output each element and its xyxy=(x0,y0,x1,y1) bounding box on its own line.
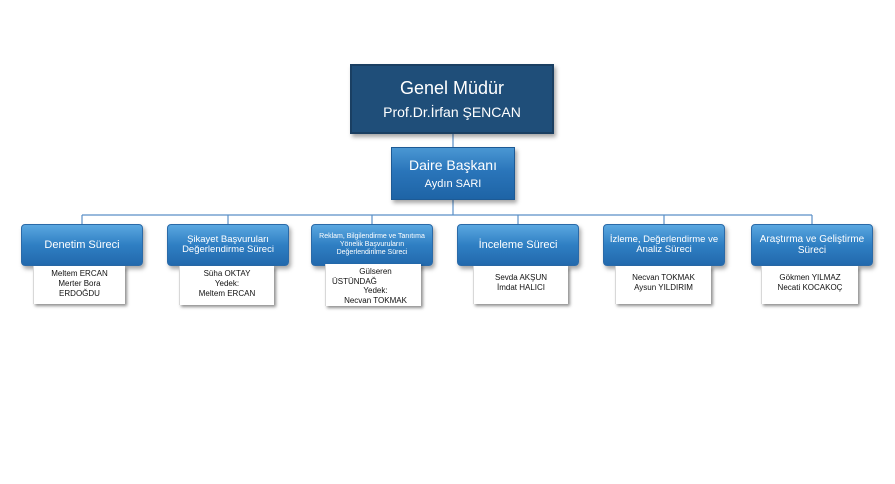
staff-name: Merter Bora xyxy=(58,279,101,288)
staff-name: Yedek: xyxy=(214,279,240,288)
staff-name: İmdat HALICI xyxy=(496,283,545,292)
process-box-monitoring: İzleme, Değerlendirme ve Analiz Süreci xyxy=(603,224,725,266)
process-box-advertising: Reklam, Bilgilendirme ve Tanıtıma Yöneli… xyxy=(311,224,433,266)
process-box-review: İnceleme Süreci xyxy=(457,224,579,266)
staff-card-monitoring: Necvan TOKMAK Aysun YILDIRIM xyxy=(615,266,711,304)
process-box-audit: Denetim Süreci xyxy=(21,224,143,266)
staff-name: Sevda AKŞUN xyxy=(494,273,548,282)
process-box-complaints: Şikayet Başvuruları Değerlendirme Süreci xyxy=(167,224,289,266)
staff-name: Meltem ERCAN xyxy=(198,289,256,298)
staff-card-advertising: Gülseren ÜSTÜNDAĞ Yedek: Necvan TOKMAK xyxy=(325,264,421,306)
process-title: Araştırma ve Geliştirme Süreci xyxy=(759,234,865,256)
staff-name: Necvan TOKMAK xyxy=(632,273,695,282)
staff-name: Meltem ERCAN xyxy=(51,269,108,278)
process-title: İzleme, Değerlendirme ve Analiz Süreci xyxy=(609,233,719,255)
staff-name: Gülseren xyxy=(359,267,392,276)
staff-name: Gökmen YILMAZ xyxy=(779,273,841,282)
department-head-box: Daire Başkanı Aydın SARI xyxy=(391,147,515,200)
process-box-research: Araştırma ve Geliştirme Süreci xyxy=(751,224,873,266)
staff-card-research: Gökmen YILMAZ Necati KOCAKOÇ xyxy=(761,266,858,304)
staff-name: Necvan TOKMAK xyxy=(344,295,407,305)
staff-name: Aysun YILDIRIM xyxy=(634,283,693,292)
staff-name: Yedek: xyxy=(363,286,388,295)
department-head-title: Daire Başkanı xyxy=(409,156,497,173)
general-manager-box: Genel Müdür Prof.Dr.İrfan ŞENCAN xyxy=(350,64,554,134)
general-manager-name: Prof.Dr.İrfan ŞENCAN xyxy=(383,104,521,120)
staff-card-review: Sevda AKŞUN İmdat HALICI xyxy=(473,266,568,304)
process-title: İnceleme Süreci xyxy=(478,238,558,251)
staff-name: ÜSTÜNDAĞ xyxy=(332,276,377,286)
process-title: Reklam, Bilgilendirme ve Tanıtıma Yöneli… xyxy=(319,233,425,256)
process-title: Denetim Süreci xyxy=(44,238,120,251)
staff-name: Süha OKTAY xyxy=(203,269,251,278)
staff-card-audit: Meltem ERCAN Merter Bora ERDOĞDU xyxy=(33,266,125,304)
process-title: Şikayet Başvuruları Değerlendirme Süreci xyxy=(182,233,274,255)
staff-name: Necati KOCAKOÇ xyxy=(777,283,843,292)
staff-name: ERDOĞDU xyxy=(59,289,100,298)
general-manager-title: Genel Müdür xyxy=(399,78,505,98)
staff-card-complaints: Süha OKTAY Yedek: Meltem ERCAN xyxy=(179,266,274,305)
department-head-name: Aydın SARI xyxy=(424,177,482,190)
